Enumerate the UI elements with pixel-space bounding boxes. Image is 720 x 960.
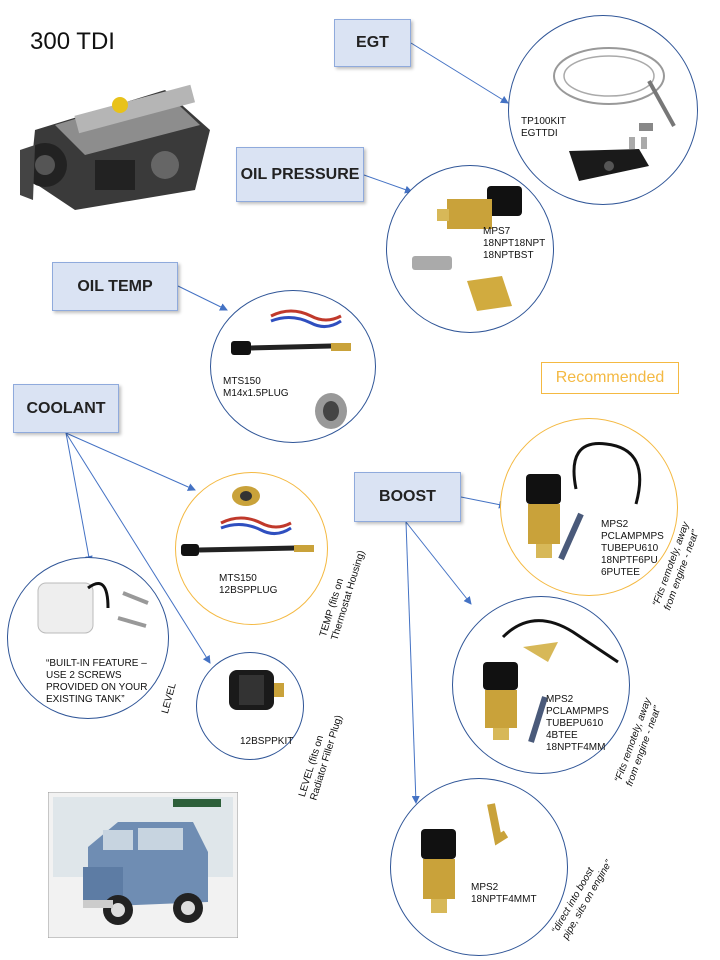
boost-sensor-1-image [526, 442, 642, 561]
oil-temp-part-numbers: MTS150 M14x1.5PLUG [223, 376, 289, 399]
land-rover-image [48, 792, 238, 938]
arrow-boost-2 [405, 521, 472, 605]
boost-sensor-2-image [483, 619, 619, 743]
coolant-level-sensor-image [229, 670, 284, 710]
arrow-coolant-level-tank [65, 432, 93, 564]
boost-option-2-circle: MPS2 PCLAMPMPS TUBEPU610 4BTEE 18NPTF4MM [452, 596, 630, 774]
egt-part-circle: TP100KIT EGTTDI [508, 15, 698, 205]
category-oil-pressure: OIL PRESSURE [236, 147, 364, 202]
arrow-coolant-level-filler [65, 432, 211, 664]
arrow-boost-1 [460, 496, 507, 509]
coolant-temp-part-numbers: MTS150 12BSPPLUG [219, 573, 278, 596]
page-title: 300 TDI [30, 28, 115, 55]
oil-pressure-part-circle: MPS7 18NPT18NPT 18NPTBST [386, 165, 554, 333]
oil-temp-sensor-image [231, 309, 351, 429]
boost-option-2-part-numbers: MPS2 PCLAMPMPS TUBEPU610 4BTEE 18NPTF4MM [546, 694, 609, 753]
coolant-temp-sensor-image [181, 486, 314, 556]
egt-probe-image [553, 47, 676, 181]
oil-pressure-part-numbers: MPS7 18NPT18NPT 18NPTBST [483, 226, 546, 261]
boost-option-1-part-numbers: MPS2 PCLAMPMPS TUBEPU610 18NPTF6PU 6PUTE… [601, 519, 664, 578]
arrow-egt [410, 42, 509, 104]
coolant-temp-part-circle: MTS150 12BSPPLUG [175, 472, 328, 625]
boost-sensor-3-image [421, 803, 509, 913]
category-coolant: COOLANT [13, 384, 119, 433]
recommended-label: Recommended [541, 362, 679, 394]
category-oil-temp: OIL TEMP [52, 262, 178, 311]
arrow-boost-3 [405, 521, 420, 804]
coolant-level-part-numbers: 12BSPPKIT [240, 736, 294, 747]
coolant-level-tank-circle: “BUILT-IN FEATURE – USE 2 SCREWS PROVIDE… [7, 557, 169, 719]
arrow-oil-temp [177, 285, 228, 311]
category-boost: BOOST [354, 472, 461, 522]
oil-temp-part-circle: MTS150 M14x1.5PLUG [210, 290, 376, 443]
coolant-tank-image [37, 582, 149, 634]
engine-image [20, 84, 210, 210]
egt-part-numbers: TP100KIT EGTTDI [521, 116, 567, 139]
coolant-level-filler-circle: 12BSPPKIT [196, 652, 304, 760]
category-egt: EGT [334, 19, 411, 67]
arrow-coolant-temp [65, 432, 196, 491]
boost-option-1-circle: MPS2 PCLAMPMPS TUBEPU610 18NPTF6PU 6PUTE… [500, 418, 678, 596]
boost-option-3-part-numbers: MPS2 18NPTF4MMT [471, 882, 537, 905]
boost-option-3-circle: MPS2 18NPTF4MMT [390, 778, 568, 956]
coolant-builtin-text: “BUILT-IN FEATURE – USE 2 SCREWS PROVIDE… [46, 658, 148, 705]
arrow-oil-pressure [363, 174, 413, 194]
oil-pressure-sensor-image [412, 186, 522, 311]
